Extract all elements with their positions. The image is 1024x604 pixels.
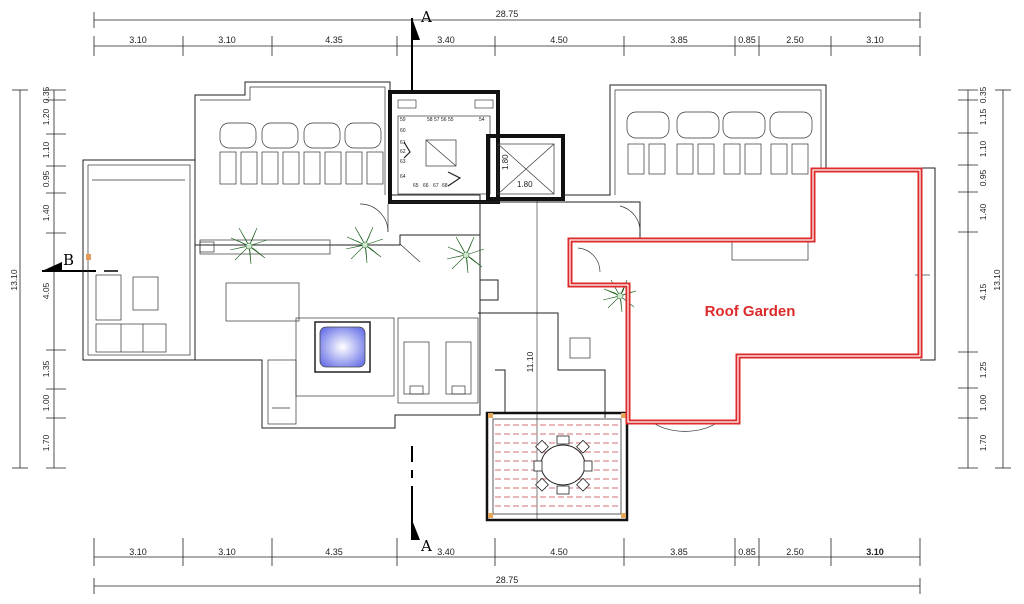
stair-num: 60 xyxy=(400,128,406,134)
roof-garden-label: Roof Garden xyxy=(705,303,796,320)
stair-num: 65 xyxy=(413,183,419,189)
bottom-segment-dimensions: 3.10 3.10 4.35 3.40 4.50 3.85 0.85 2.50 … xyxy=(93,538,921,566)
stair-num: 67 xyxy=(433,183,439,189)
bottom-dim-5: 4.50 xyxy=(550,547,568,557)
right-total-label: 13.10 xyxy=(992,269,1002,291)
top-dim-2: 3.10 xyxy=(218,35,236,45)
twin-sun-loungers xyxy=(403,341,472,395)
stair-num: 64 xyxy=(400,174,406,180)
stair-num: 56 xyxy=(441,117,447,123)
top-segment-dimensions: 3.10 3.10 4.35 3.40 4.50 3.85 0.85 2.50 … xyxy=(93,35,921,56)
main-building-left xyxy=(194,81,481,429)
left-dimensions: 13.10 0.35 1.20 1.10 0.95 1.40 4.05 1.35… xyxy=(9,86,66,469)
section-a-bottom-label: A xyxy=(420,537,432,555)
top-total-dimension: 28.75 xyxy=(93,9,921,28)
stair-num: 61 xyxy=(400,140,406,146)
right-dim-7: 1.25 xyxy=(978,361,988,378)
right-dim-1: 0.35 xyxy=(978,86,988,103)
left-dim-5: 1.40 xyxy=(41,204,51,221)
bottom-total-dimension: 28.75 xyxy=(93,575,921,594)
left-dim-8: 1.00 xyxy=(41,394,51,411)
right-dim-3: 1.10 xyxy=(978,140,988,157)
left-dim-9: 1.70 xyxy=(41,434,51,451)
right-dim-4: 0.95 xyxy=(978,169,988,186)
center-dim-label: 11.10 xyxy=(525,351,535,372)
dining-deck xyxy=(485,411,629,522)
top-dim-4: 3.40 xyxy=(437,35,455,45)
stair-num: 63 xyxy=(400,159,406,165)
plant-icon xyxy=(345,226,384,264)
stair-core: 59 58 57 56 55 54 60 61 62 63 64 65 66 6… xyxy=(388,90,500,204)
sun-loungers-top-left xyxy=(219,122,384,185)
left-dim-2: 1.20 xyxy=(41,108,51,125)
stair-num: 54 xyxy=(479,117,485,123)
stair-num: 55 xyxy=(448,117,454,123)
stair-num: 57 xyxy=(434,117,440,123)
section-a-bottom-marker: A xyxy=(411,446,432,555)
bottom-dim-4: 3.40 xyxy=(437,547,455,557)
top-dim-3: 4.35 xyxy=(325,35,343,45)
top-dim-8: 2.50 xyxy=(786,35,804,45)
top-dim-7: 0.85 xyxy=(738,35,756,45)
bottom-dim-7: 0.85 xyxy=(738,547,756,557)
left-dim-1: 0.35 xyxy=(41,86,51,103)
right-dim-5: 1.40 xyxy=(978,203,988,220)
right-dimensions: 13.10 0.35 1.15 1.10 0.95 1.40 4.15 1.25… xyxy=(958,86,1011,469)
top-dim-5: 4.50 xyxy=(550,35,568,45)
plant-icon xyxy=(229,227,268,265)
bottom-total-label: 28.75 xyxy=(496,575,519,585)
sun-loungers-top-right xyxy=(626,111,813,175)
bottom-dim-6: 3.85 xyxy=(670,547,688,557)
marker-square xyxy=(86,254,91,260)
section-a-top-label: A xyxy=(420,8,432,26)
left-dim-4: 0.95 xyxy=(41,170,51,187)
lift-dim-v: 1.80 xyxy=(501,154,510,170)
bottom-dim-1: 3.10 xyxy=(129,547,147,557)
right-dim-2: 1.15 xyxy=(978,108,988,125)
top-total-label: 28.75 xyxy=(496,9,519,19)
section-b-label: B xyxy=(63,251,74,269)
lift-shaft: 1.80 1.80 xyxy=(486,134,565,201)
jacuzzi-pool xyxy=(314,321,371,373)
left-dim-6: 4.05 xyxy=(41,282,51,299)
section-b-marker: B xyxy=(42,251,118,272)
stair-num: 59 xyxy=(400,117,406,123)
top-dim-1: 3.10 xyxy=(129,35,147,45)
stair-num: 58 xyxy=(427,117,433,123)
right-dim-9: 1.70 xyxy=(978,434,988,451)
left-dim-7: 1.35 xyxy=(41,360,51,377)
bottom-dim-8: 2.50 xyxy=(786,547,804,557)
right-dim-6: 4.15 xyxy=(978,283,988,300)
bottom-dim-2: 3.10 xyxy=(218,547,236,557)
bottom-dim-9: 3.10 xyxy=(866,547,884,557)
stair-num: 62 xyxy=(400,149,406,155)
left-total-label: 13.10 xyxy=(9,269,19,291)
bottom-dim-3: 4.35 xyxy=(325,547,343,557)
stair-num: 68 xyxy=(442,183,448,189)
roof-garden-outline xyxy=(567,167,923,425)
stair-num: 66 xyxy=(423,183,429,189)
right-dim-8: 1.00 xyxy=(978,394,988,411)
top-dim-9: 3.10 xyxy=(866,35,884,45)
lift-dim: 1.80 xyxy=(517,180,533,189)
top-dim-6: 3.85 xyxy=(670,35,688,45)
left-dim-3: 1.10 xyxy=(41,141,51,158)
plant-icon xyxy=(446,236,485,274)
left-terrace xyxy=(82,159,196,361)
section-a-top-marker: A xyxy=(411,8,432,92)
